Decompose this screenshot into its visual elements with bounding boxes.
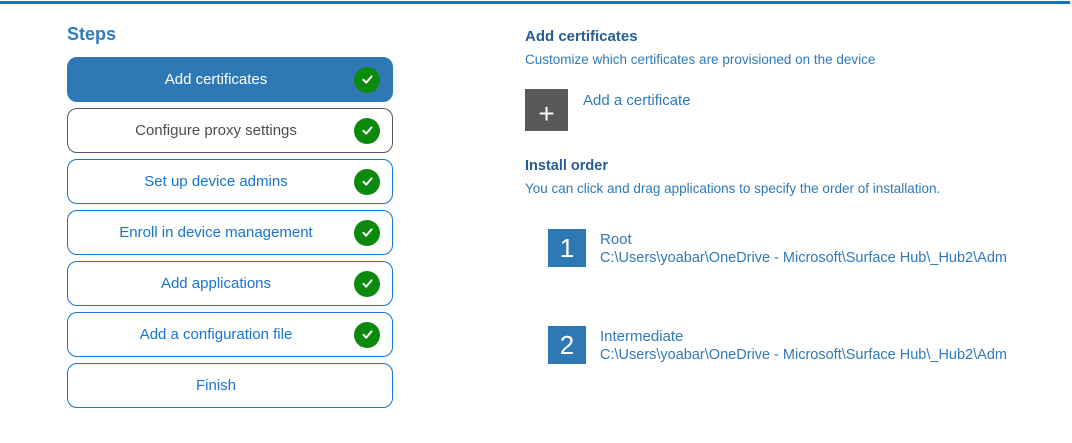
add-certificate-label: Add a certificate <box>583 92 691 109</box>
steps-panel-title: Steps <box>67 24 117 44</box>
install-order-item[interactable]: 2 Intermediate C:\Users\yoabar\OneDrive … <box>548 326 1072 364</box>
install-order-item[interactable]: 1 Root C:\Users\yoabar\OneDrive - Micros… <box>548 229 1072 267</box>
certificate-path: C:\Users\yoabar\OneDrive - Microsoft\Sur… <box>600 347 1007 363</box>
order-number: 1 <box>559 232 575 263</box>
top-accent-bar <box>0 1 1070 4</box>
add-certificate-button[interactable]: + Add a certificate <box>525 89 805 131</box>
content-heading: Add certificates <box>525 28 638 45</box>
install-order-heading: Install order <box>525 158 608 174</box>
plus-icon: + <box>538 98 555 129</box>
completed-check-icon <box>354 219 380 246</box>
completed-check-icon <box>354 321 380 348</box>
completed-check-icon <box>354 66 380 93</box>
step-button-add-applications[interactable]: Add applications <box>67 261 393 306</box>
content-subheading: Customize which certificates are provisi… <box>525 52 876 67</box>
step-button-add-a-configuration-file[interactable]: Add a configuration file <box>67 312 393 357</box>
completed-check-icon <box>354 168 380 195</box>
certificate-name: Intermediate <box>600 328 684 345</box>
order-number-badge: 1 <box>548 229 586 267</box>
install-item-text: Root C:\Users\yoabar\OneDrive - Microsof… <box>600 229 1007 267</box>
steps-sidebar: Steps Add certificates Configure proxy s… <box>67 24 395 414</box>
step-button-label: Enroll in device management <box>119 224 313 241</box>
completed-check-icon <box>354 117 380 144</box>
plus-tile: + <box>525 89 568 131</box>
step-button-label: Add a configuration file <box>139 326 293 343</box>
step-button-finish[interactable]: Finish <box>67 363 393 408</box>
order-number: 2 <box>559 329 575 360</box>
step-button-label: Add certificates <box>164 71 268 88</box>
step-button-configure-proxy-settings[interactable]: Configure proxy settings <box>67 108 393 153</box>
add-certificates-panel: Add certificates Customize which certifi… <box>525 28 1072 364</box>
order-number-badge: 2 <box>548 326 586 364</box>
step-button-label: Add applications <box>160 275 272 292</box>
step-button-add-certificates[interactable]: Add certificates <box>67 57 393 102</box>
step-button-label: Set up device admins <box>144 173 288 190</box>
step-button-label: Finish <box>195 377 236 394</box>
step-button-enroll-in-device-management[interactable]: Enroll in device management <box>67 210 393 255</box>
step-button-label: Configure proxy settings <box>135 122 297 139</box>
install-item-text: Intermediate C:\Users\yoabar\OneDrive - … <box>600 326 1007 364</box>
certificate-name: Root <box>600 231 632 248</box>
step-button-set-up-device-admins[interactable]: Set up device admins <box>67 159 393 204</box>
install-order-description: You can click and drag applications to s… <box>525 181 941 196</box>
completed-check-icon <box>354 270 380 297</box>
certificate-path: C:\Users\yoabar\OneDrive - Microsoft\Sur… <box>600 250 1007 266</box>
